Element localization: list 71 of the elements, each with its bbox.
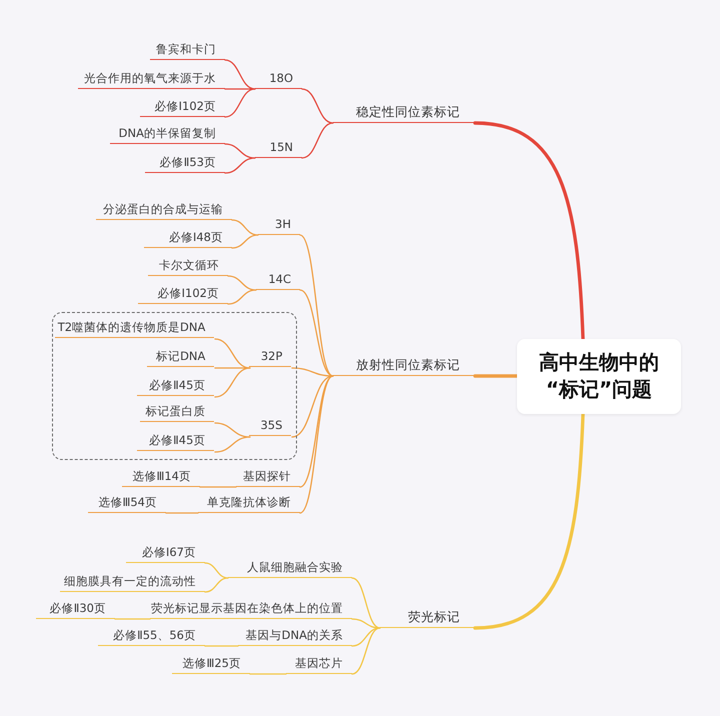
connector-line	[204, 562, 229, 579]
subtopic: 细胞膜具有一定的流动性	[60, 573, 205, 592]
subtopic: 18O	[255, 70, 302, 89]
connector-line	[351, 618, 381, 629]
connector-line	[199, 486, 237, 488]
subtopic: 32P	[249, 348, 292, 368]
connector-line	[473, 374, 519, 378]
subtopic: 选修Ⅲ14页	[122, 468, 200, 487]
subtopic: 选修Ⅲ25页	[172, 655, 250, 674]
connector-line	[299, 289, 334, 377]
connector-line	[351, 577, 381, 629]
subtopic: 必修Ⅱ45页	[137, 377, 214, 396]
dashed-frame	[52, 312, 297, 460]
subtopic: 鲁宾和卡门	[150, 41, 225, 60]
subtopic: 标记DNA	[147, 348, 214, 368]
connector-line	[114, 618, 151, 620]
connector-line	[473, 412, 585, 630]
connector-line	[214, 367, 251, 398]
subtopic: 35S	[249, 417, 292, 436]
subtopic: 必修Ⅱ45页	[137, 432, 214, 452]
connector-line	[231, 234, 259, 249]
connector-line	[291, 375, 334, 438]
subtopic: 必修Ⅱ30页	[36, 600, 115, 619]
central-topic: 高中生物中的“标记”问题	[517, 339, 681, 414]
subtopic: 基因芯片	[286, 655, 352, 674]
subtopic: 必修Ⅰ48页	[144, 229, 232, 248]
subtopic: 人鼠细胞融合实验	[228, 559, 352, 578]
subtopic: 必修Ⅱ53页	[145, 154, 225, 173]
connector-line	[301, 88, 334, 124]
connector-line	[227, 275, 257, 291]
connector-line	[214, 436, 251, 453]
connector-line	[351, 627, 381, 675]
connector-line	[214, 338, 251, 369]
main-topic: 放射性同位素标记	[333, 357, 475, 376]
connector-line	[224, 88, 256, 118]
subtopic: 15N	[255, 139, 302, 158]
connector-line	[299, 234, 334, 377]
subtopic: 3H	[258, 216, 300, 235]
subtopic: T2噬菌体的遗传物质是DNA	[55, 319, 214, 338]
connector-line	[204, 645, 239, 647]
subtopic: 标记蛋白质	[140, 403, 214, 422]
main-topic: 稳定性同位素标记	[333, 104, 475, 123]
connector-line	[473, 121, 585, 341]
subtopic: 荧光标记显示基因在染色体上的位置	[150, 600, 352, 619]
subtopic: 选修Ⅲ54页	[88, 494, 166, 513]
connector-line	[227, 289, 257, 305]
subtopic: DNA的半保留复制	[110, 125, 225, 144]
connector-line	[224, 143, 256, 159]
connector-line	[249, 673, 287, 675]
subtopic: 单克隆抗体诊断	[198, 494, 300, 513]
connector-line	[214, 422, 251, 438]
subtopic: 基因探针	[236, 468, 300, 487]
connector-line	[301, 122, 334, 159]
subtopic: 光合作用的氧气来源于水	[78, 70, 225, 89]
connector-line	[165, 512, 199, 514]
subtopic: 必修Ⅰ102页	[140, 98, 225, 117]
connector-line	[204, 577, 229, 593]
main-topic: 荧光标记	[380, 609, 475, 628]
connector-line	[351, 627, 381, 647]
subtopic: 14C	[256, 271, 300, 290]
connector-line	[224, 59, 256, 90]
subtopic: 分泌蛋白的合成与运输	[96, 201, 232, 220]
connector-line	[231, 219, 259, 236]
subtopic: 必修Ⅰ67页	[126, 544, 205, 563]
connector-line	[224, 157, 256, 174]
subtopic: 必修Ⅱ55、56页	[98, 627, 205, 646]
connector-line	[299, 375, 334, 488]
subtopic: 必修Ⅰ102页	[138, 285, 228, 304]
connector-line	[299, 375, 334, 514]
subtopic: 基因与DNA的关系	[238, 627, 352, 646]
subtopic: 卡尔文循环	[148, 257, 228, 276]
